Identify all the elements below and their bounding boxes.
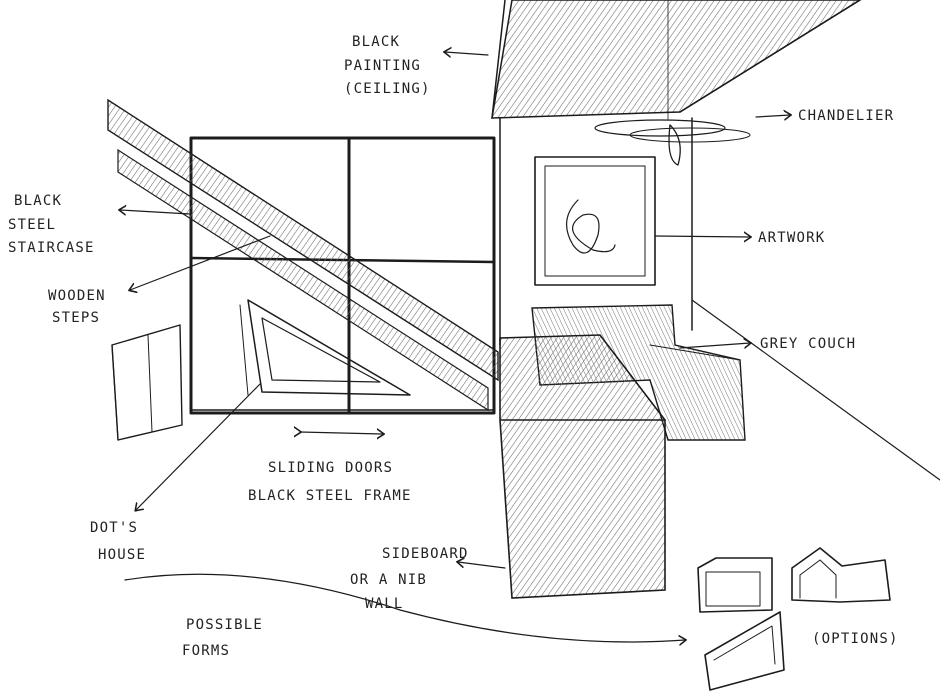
label-possible-forms-2: FORMS	[182, 643, 230, 659]
label-staircase-1: BLACK	[14, 193, 62, 209]
label-black-steel-frame: BLACK STEEL FRAME	[248, 488, 412, 504]
label-black-painting-1: BLACK	[352, 34, 400, 50]
label-wooden-steps-2: STEPS	[52, 310, 100, 326]
label-artwork: ARTWORK	[758, 230, 825, 246]
label-staircase-3: STAIRCASE	[8, 240, 95, 256]
label-black-painting-2: PAINTING	[344, 58, 421, 74]
artwork-frame	[535, 157, 655, 285]
label-sliding-doors: SLIDING DOORS	[268, 460, 393, 476]
label-sideboard-1: SIDEBOARD	[382, 546, 469, 562]
label-options: (OPTIONS)	[812, 631, 899, 647]
label-grey-couch: GREY COUCH	[760, 336, 856, 352]
label-wooden-steps-1: WOODEN	[48, 288, 106, 304]
label-dots-house-2: HOUSE	[98, 547, 146, 563]
label-black-painting-3: (CEILING)	[344, 81, 431, 97]
label-sideboard-3: WALL	[365, 596, 404, 612]
label-staircase-2: STEEL	[8, 217, 56, 233]
label-dots-house-1: DOT'S	[90, 520, 138, 536]
label-sideboard-2: OR A NIB	[350, 572, 427, 588]
ceiling-black-painting	[492, 0, 860, 118]
staircase-stringer	[108, 100, 498, 410]
option-forms	[698, 548, 890, 690]
dots-house-under-stairs	[240, 300, 410, 395]
label-chandelier: CHANDELIER	[798, 108, 894, 124]
label-possible-forms-1: POSSIBLE	[186, 617, 263, 633]
left-low-wall	[112, 325, 182, 440]
